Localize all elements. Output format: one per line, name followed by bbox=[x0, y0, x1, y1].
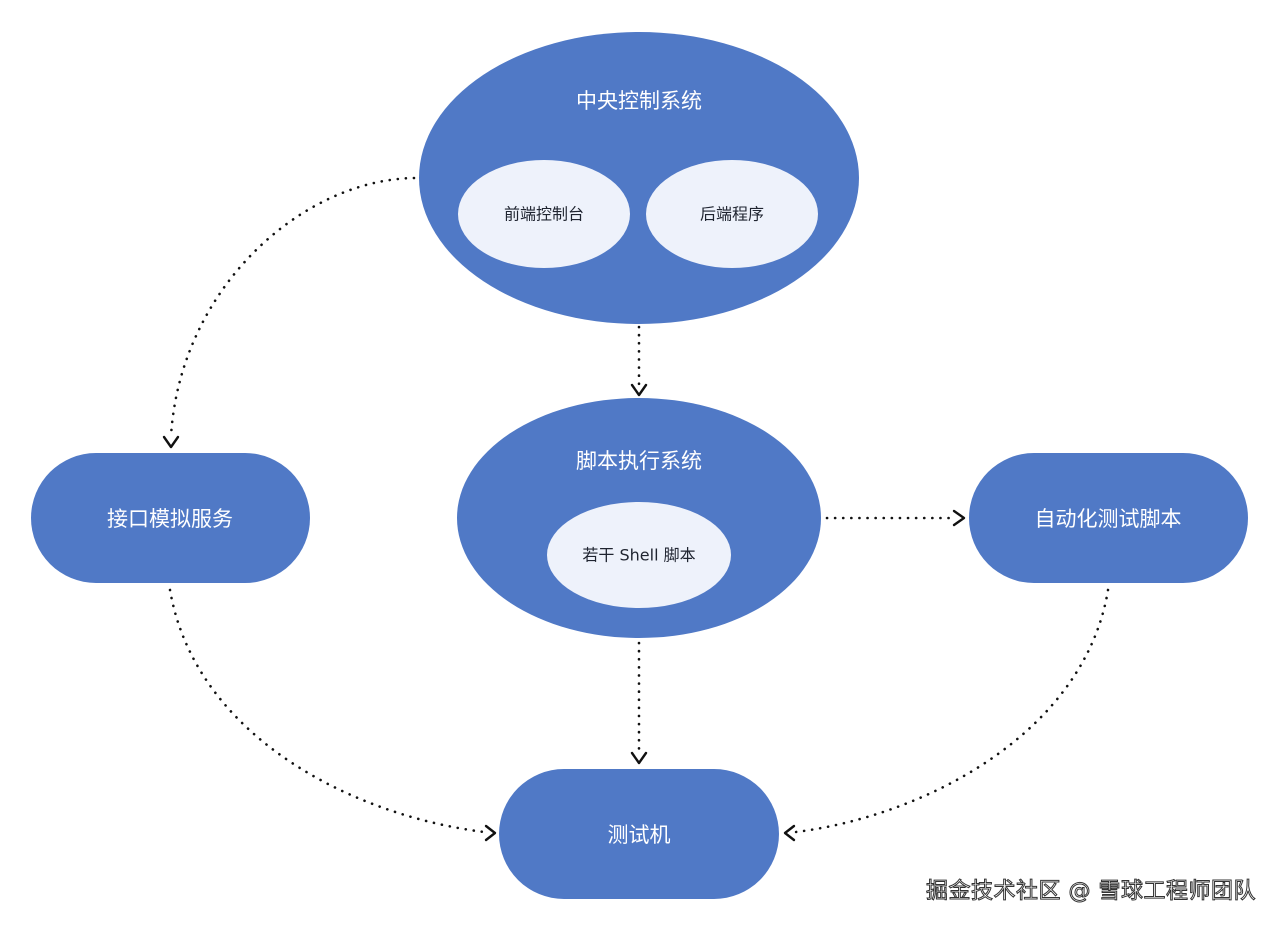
node-automation-scripts: 自动化测试脚本 bbox=[969, 453, 1248, 583]
edge-central-to-mock bbox=[169, 176, 416, 438]
node-test-machine: 测试机 bbox=[499, 769, 779, 899]
edge-mock-to-testmachine bbox=[168, 588, 486, 834]
automation-scripts-shape bbox=[969, 453, 1248, 583]
test-machine-label: 测试机 bbox=[608, 823, 671, 847]
edge-script-to-testmachine-arrowhead bbox=[630, 751, 648, 765]
edge-central-to-mock-arrowhead bbox=[162, 435, 180, 449]
shell-scripts-label: 若干 Shell 脚本 bbox=[582, 546, 695, 565]
edge-automation-to-testmachine-arrowhead bbox=[783, 824, 796, 842]
frontend-console-label: 前端控制台 bbox=[504, 205, 584, 224]
backend-program-shape bbox=[646, 160, 818, 268]
node-mock-service: 接口模拟服务 bbox=[31, 453, 310, 583]
automation-scripts-label: 自动化测试脚本 bbox=[1035, 507, 1182, 531]
shell-scripts-shape bbox=[547, 502, 731, 608]
edges bbox=[162, 176, 1110, 842]
mock-service-label: 接口模拟服务 bbox=[107, 507, 233, 531]
edge-script-to-automation-arrowhead bbox=[952, 509, 966, 527]
edge-mock-to-testmachine-arrowhead bbox=[484, 824, 497, 842]
test-machine-shape bbox=[499, 769, 779, 899]
script-execution-label: 脚本执行系统 bbox=[576, 449, 702, 473]
mock-service-shape bbox=[31, 453, 310, 583]
central-control-label: 中央控制系统 bbox=[576, 89, 702, 113]
node-central-control: 中央控制系统 前端控制台 后端程序 bbox=[419, 32, 859, 324]
frontend-console-shape bbox=[458, 160, 630, 268]
node-script-execution: 脚本执行系统 若干 Shell 脚本 bbox=[457, 398, 821, 638]
backend-program-label: 后端程序 bbox=[700, 205, 764, 224]
edge-central-to-script-arrowhead bbox=[630, 383, 648, 397]
watermark: 掘金技术社区 @ 雪球工程师团队 bbox=[926, 879, 1257, 905]
edge-automation-to-testmachine bbox=[794, 588, 1110, 834]
